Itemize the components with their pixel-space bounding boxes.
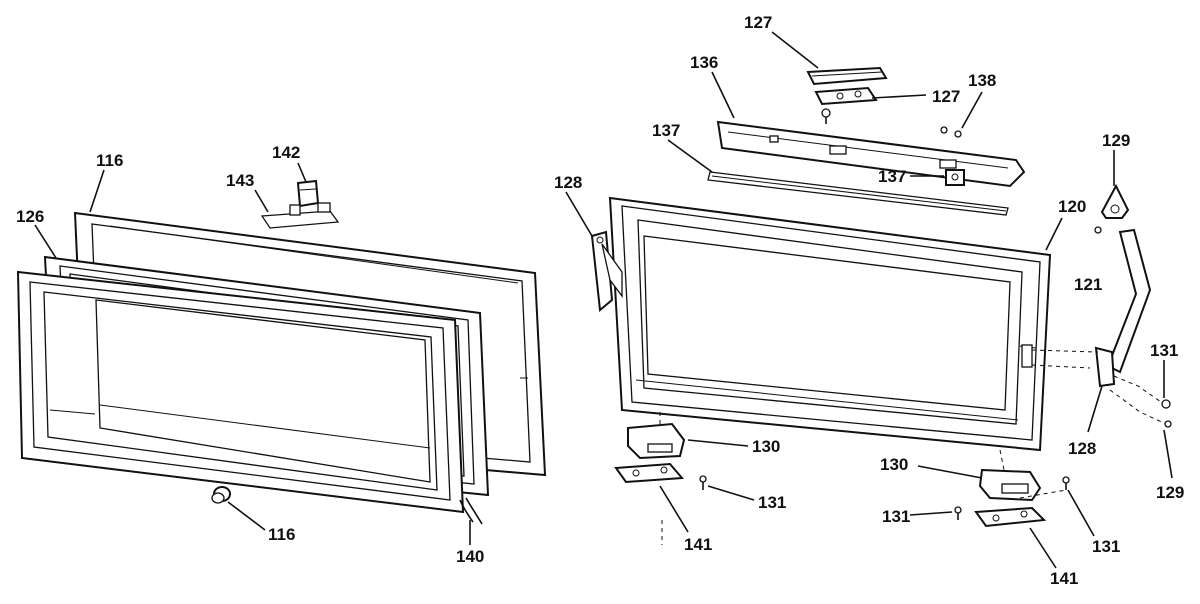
leader-120 [1045,217,1063,251]
label-136: 136 [690,53,718,72]
label-141-left: 141 [684,535,712,554]
leader-130b [917,465,983,479]
label-127-lower: 127 [932,87,960,106]
label-128-right: 128 [1068,439,1096,458]
leader-131c [909,511,953,516]
part-140-cord [459,497,483,525]
leader-141a [659,485,689,533]
outer-door-panel [16,270,465,514]
plate-141-right [974,506,1047,528]
part-143-bracket [260,202,340,229]
label-131-left: 131 [758,493,786,512]
label-116-top: 116 [96,151,123,170]
dash-hinge-b [1031,364,1091,369]
label-126: 126 [16,207,44,226]
leader-129b [1163,429,1173,479]
leader-131d [1067,489,1095,537]
dash-hinge-c [1113,375,1165,405]
dash-hinge-d [1109,389,1167,425]
leader-138 [961,91,983,129]
label-137-left: 137 [652,121,680,140]
leader-131b [707,485,755,501]
dash-hinge-a [1031,349,1099,353]
bracket-127-lower [814,86,878,106]
label-116-bottom: 116 [268,525,295,544]
screw-131-right [1062,476,1070,490]
leader-142 [297,162,307,183]
freezer-door-120 [608,196,1052,452]
label-130-right: 130 [880,455,908,474]
trim-strip-137 [707,171,1009,216]
label-137-right: 137 [878,167,906,186]
leader-116a [89,169,105,213]
hinge-arm-128-right [1094,228,1152,388]
label-142: 142 [272,143,300,162]
label-131-bottom-right: 131 [1092,537,1120,556]
leader-127a [771,31,819,69]
hinge-arm-128-left [590,230,623,312]
leader-136 [711,71,735,119]
clip-137 [945,169,965,186]
hinge-130-right [978,468,1042,502]
leader-128b [1087,385,1103,433]
screw-131-upper-right [1161,399,1171,409]
label-129-bottom: 129 [1156,483,1184,502]
leader-128a [565,191,593,237]
label-121: 121 [1074,275,1102,294]
label-120: 120 [1058,197,1086,216]
label-131-center: 131 [882,507,910,526]
part-116-knob [211,486,231,504]
handle-rail-136 [716,120,1026,188]
label-131-right: 131 [1150,341,1178,360]
label-138: 138 [968,71,996,90]
leader-143 [254,189,269,213]
cap-129-top [1100,183,1130,219]
screw-131-left [699,475,707,490]
label-128-left: 128 [554,173,582,192]
label-141-right: 141 [1050,569,1078,588]
screw-127 [821,108,831,124]
plate-141-left [614,462,685,484]
leader-130a [687,439,749,447]
part-138-screws [940,126,962,138]
leader-137a [667,139,713,173]
leader-126 [34,224,57,259]
leader-141b [1029,527,1057,569]
screw-129-lower-right [1164,420,1172,428]
label-127-top: 127 [744,13,772,32]
bracket-127-top [806,66,888,86]
part-142-switch [296,179,320,208]
screw-121 [1094,226,1102,234]
label-130-left: 130 [752,437,780,456]
leader-127b [871,94,927,99]
label-140: 140 [456,547,484,566]
screw-131-center [954,506,962,520]
label-129-top: 129 [1102,131,1130,150]
hinge-130-left [627,422,686,460]
label-143: 143 [226,171,254,190]
dash-right-door [999,449,1005,471]
leader-116b [227,501,266,531]
